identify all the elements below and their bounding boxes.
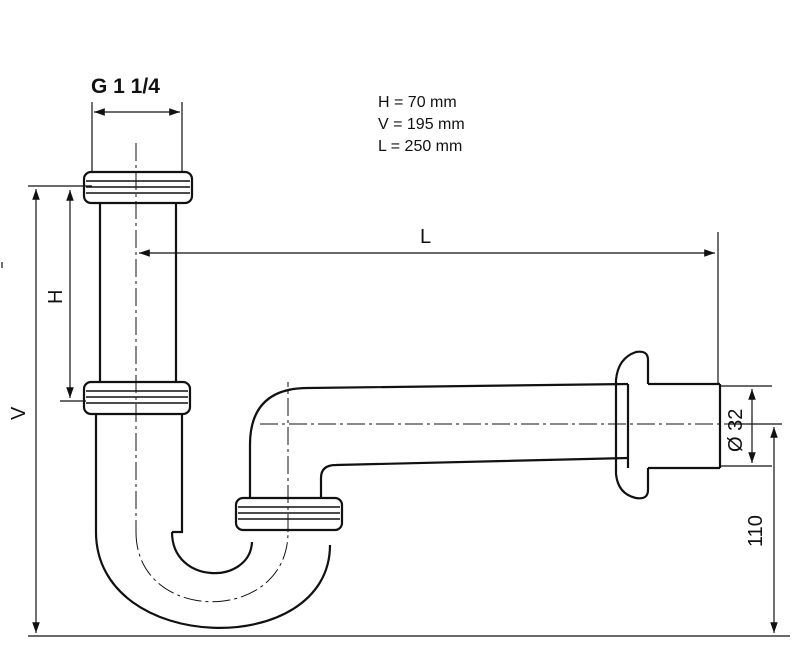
h-label: H <box>45 290 67 304</box>
spec-h: H = 70 mm <box>378 94 457 111</box>
pipe-body <box>94 203 722 629</box>
center-lines <box>135 143 740 603</box>
v-dimension <box>28 185 790 637</box>
nut-lower <box>234 496 344 532</box>
l-dimension <box>139 232 719 384</box>
thread-label: G 1 1/4 <box>91 75 160 98</box>
spec-v: V = 195 mm <box>378 116 465 133</box>
height-110-label: 110 <box>745 515 767 547</box>
nut-top <box>82 170 194 205</box>
diameter-label: Ø 32 <box>725 409 747 452</box>
h-dimension <box>60 190 86 402</box>
diameter-dimension <box>720 385 772 467</box>
spec-l: L = 250 mm <box>378 138 462 155</box>
nut-middle <box>82 380 192 416</box>
thread-dimension <box>91 102 183 172</box>
v-label: V <box>8 406 30 420</box>
l-label: L <box>420 226 431 248</box>
height-110-dimension <box>728 423 782 633</box>
